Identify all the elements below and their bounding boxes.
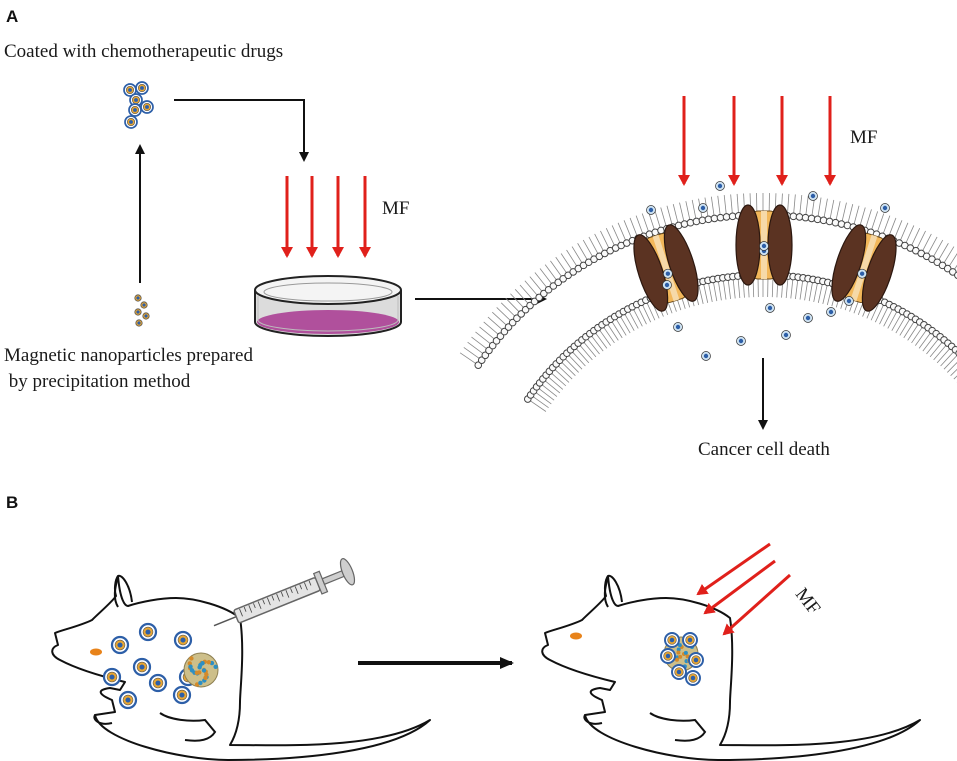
targeted-tumor-icon	[660, 632, 704, 686]
coated-caption: Coated with chemotherapeutic drugs	[4, 41, 283, 62]
cell-membrane-icon	[459, 193, 957, 412]
mnp-caption-line2: by precipitation method	[4, 371, 191, 392]
mf-label-membrane: MF	[850, 127, 877, 148]
mf-label-mouse: MF	[791, 584, 824, 619]
mouse-icon-right	[541, 574, 921, 761]
coated-nanoparticles-icon	[123, 81, 154, 129]
mf-arrows-dish	[281, 176, 371, 258]
panel-b-label: B	[6, 493, 18, 512]
tumor-icon	[183, 652, 219, 688]
mouse-icon-left	[51, 574, 431, 761]
mf-arrows-mouse	[696, 542, 791, 636]
to-dish-arrow	[174, 99, 309, 162]
mnp-caption-line1: Magnetic nanoparticles prepared	[4, 345, 253, 366]
cancer-cell-death-caption: Cancer cell death	[698, 439, 830, 460]
mouse-eye	[90, 648, 102, 656]
syringe-icon	[213, 558, 356, 627]
petri-dish-icon	[254, 275, 402, 337]
mf-label-dish: MF	[382, 198, 409, 219]
magnetic-nanoparticles-icon	[134, 294, 150, 327]
ion-channel-icon	[633, 204, 897, 312]
panel-a-label: A	[6, 7, 18, 26]
mf-arrows-membrane	[678, 96, 836, 186]
drug-particles	[646, 181, 890, 361]
